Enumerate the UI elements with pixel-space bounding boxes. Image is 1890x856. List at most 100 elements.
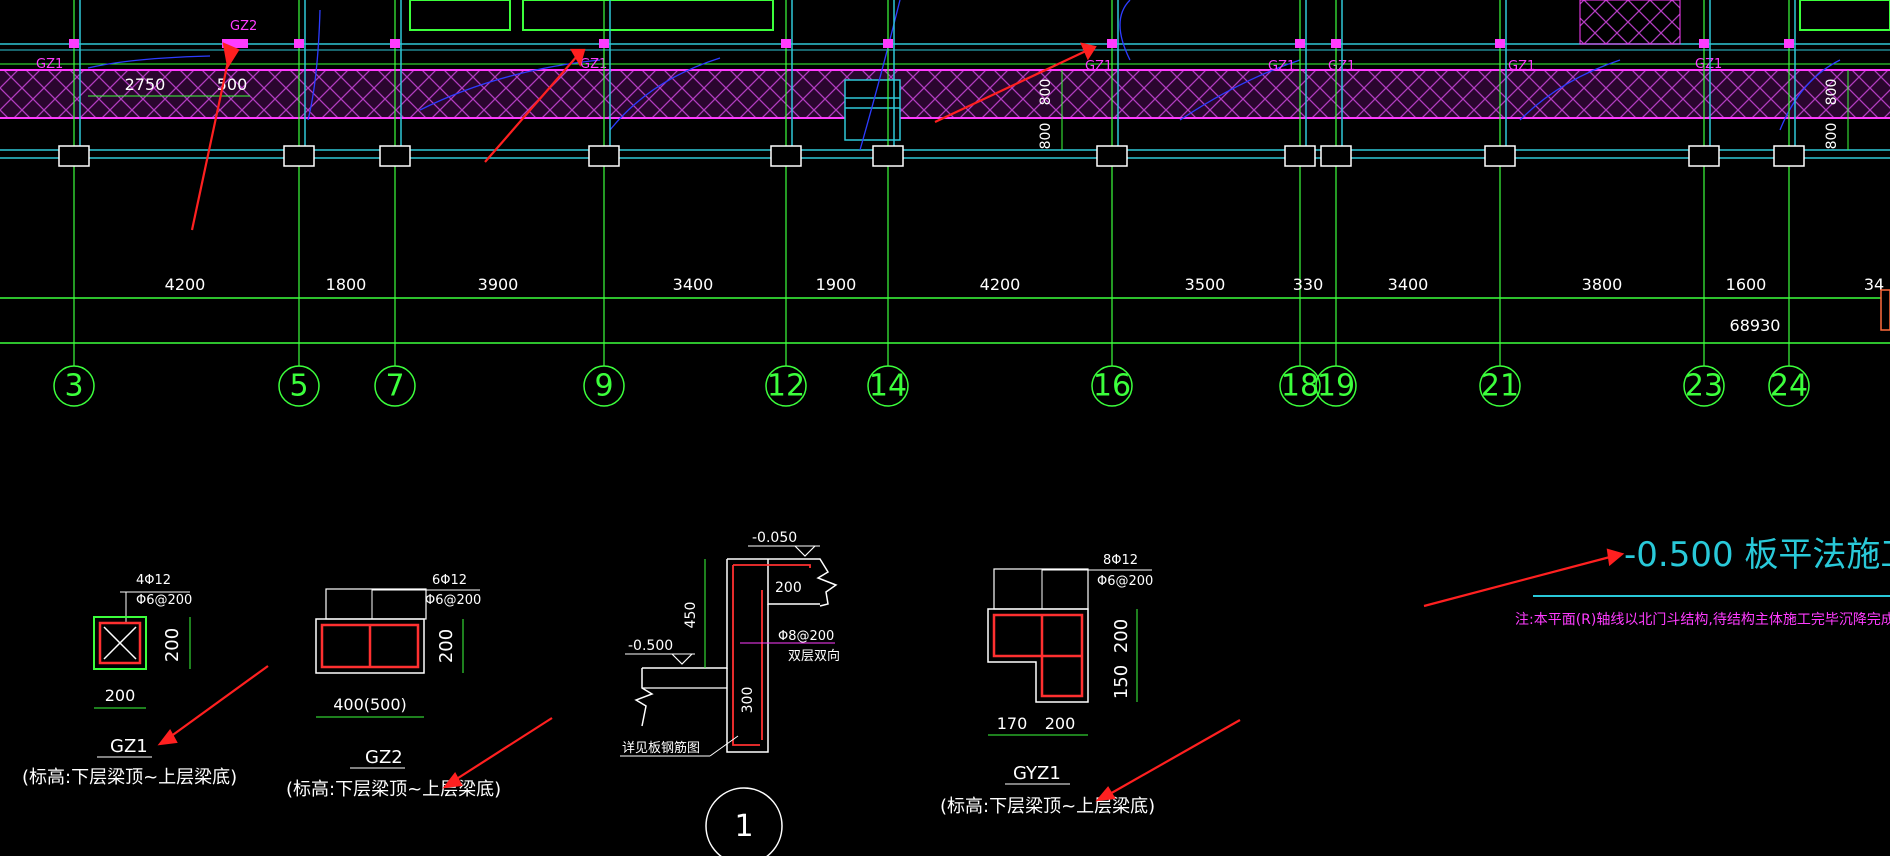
section-low-level: -0.500 bbox=[628, 638, 673, 654]
span-dimension: 1800 bbox=[326, 275, 367, 294]
top-label: GZ1 bbox=[36, 57, 63, 72]
top-label: GZ1 bbox=[1085, 59, 1112, 74]
gz-mark bbox=[390, 39, 400, 48]
dim-2750: 2750 bbox=[125, 75, 166, 94]
axis-bubble bbox=[1479, 365, 1521, 407]
axis-number: 3 bbox=[64, 369, 83, 404]
gz-mark bbox=[1295, 39, 1305, 48]
stair-box bbox=[844, 79, 901, 141]
gz-mark bbox=[294, 39, 304, 48]
gz2-elevation: (标高:下层梁顶~上层梁底) bbox=[286, 779, 501, 800]
gz-mark bbox=[1699, 39, 1709, 48]
dim-800: 800 bbox=[1824, 79, 1840, 106]
section-rebar-note: 双层双向 bbox=[788, 648, 840, 664]
column-box bbox=[1773, 145, 1805, 167]
top-opening bbox=[409, 0, 511, 31]
span-dimension: 3500 bbox=[1185, 275, 1226, 294]
gz1-stirrup: Φ6@200 bbox=[136, 593, 192, 608]
detail-gz2: 6Φ12 Φ6@200 200 400(500) GZ2 (标高:下层梁顶~上层… bbox=[286, 573, 501, 800]
axis-bubble bbox=[1091, 365, 1133, 407]
grid-lines bbox=[73, 0, 1796, 366]
section-dim-450: 450 bbox=[683, 602, 699, 629]
axis-number: 9 bbox=[594, 369, 613, 404]
span-dimension: 1600 bbox=[1726, 275, 1767, 294]
gz-mark bbox=[781, 39, 791, 48]
gyz1-stirrup: Φ6@200 bbox=[1097, 574, 1153, 589]
axis-bubble bbox=[1683, 365, 1725, 407]
section-dim-300: 300 bbox=[740, 687, 756, 714]
gyz1-dim-a: 170 bbox=[997, 714, 1028, 733]
dim-800: 800 bbox=[1824, 123, 1840, 150]
drawing-title: -0.500 板平法施工图 bbox=[1624, 535, 1890, 575]
section-ref-note: 详见板钢筋图 bbox=[622, 740, 700, 756]
top-opening bbox=[1579, 0, 1681, 45]
axis-bubble bbox=[1315, 365, 1357, 407]
axis-bubble bbox=[1279, 365, 1321, 407]
section-top-level: -0.050 bbox=[752, 530, 797, 546]
axis-bubble bbox=[1768, 365, 1810, 407]
axis-bubble bbox=[765, 365, 807, 407]
scroll-handle[interactable] bbox=[1880, 289, 1890, 331]
span-dimension: 3400 bbox=[1388, 275, 1429, 294]
dim-800: 800 bbox=[1038, 79, 1054, 106]
axis-number: 21 bbox=[1481, 369, 1519, 404]
top-label: GZ1 bbox=[1695, 57, 1722, 72]
top-label: GZ1 bbox=[580, 57, 607, 72]
axis-bubble bbox=[53, 365, 95, 407]
gz-mark bbox=[1784, 39, 1794, 48]
axis-number: 24 bbox=[1770, 369, 1808, 404]
column-box bbox=[1484, 145, 1516, 167]
gyz1-dim-c: 200 bbox=[1111, 619, 1132, 653]
column-box bbox=[283, 145, 315, 167]
column-box bbox=[58, 145, 90, 167]
gz1-width: 200 bbox=[105, 686, 136, 705]
total-dimension: 68930 bbox=[1730, 316, 1781, 335]
axis-bubble bbox=[583, 365, 625, 407]
top-opening bbox=[1799, 0, 1890, 31]
axis-bubble bbox=[374, 365, 416, 407]
section-number-circle bbox=[705, 787, 783, 856]
axis-number: 16 bbox=[1093, 369, 1131, 404]
plan-view: GZ1 GZ2 GZ1 GZ1 GZ1 GZ1 GZ1 GZ1 2750 500… bbox=[0, 0, 1890, 159]
span-dimension: 1900 bbox=[816, 275, 857, 294]
gyz1-dim-d: 150 bbox=[1111, 665, 1132, 699]
gz1-section bbox=[93, 616, 147, 670]
gyz1-elevation: (标高:下层梁顶~上层梁底) bbox=[940, 796, 1155, 817]
gz-mark bbox=[599, 39, 609, 48]
span-dimension: 3900 bbox=[478, 275, 519, 294]
section-dim-200: 200 bbox=[775, 580, 802, 596]
top-label: GZ2 bbox=[230, 19, 257, 34]
gz1-rebar: 4Φ12 bbox=[136, 573, 171, 588]
top-label: GZ1 bbox=[1508, 59, 1535, 74]
gyz1-rebar: 8Φ12 bbox=[1103, 553, 1138, 568]
span-dimension: 4200 bbox=[165, 275, 206, 294]
drawing-note: 注:本平面(R)轴线以北门斗结构,待结构主体施工完毕沉降完成大部分后再施工。 bbox=[1515, 612, 1890, 628]
column-box bbox=[588, 145, 620, 167]
axis-number: 23 bbox=[1685, 369, 1723, 404]
detail-section-1: -0.050 200 450 Φ8@200 双层双向 -0.500 300 详见… bbox=[620, 530, 840, 856]
axis-number: 18 bbox=[1281, 369, 1319, 404]
axis-bubble bbox=[278, 365, 320, 407]
gz2-mark bbox=[222, 39, 248, 48]
section-rebar: Φ8@200 bbox=[778, 629, 834, 644]
gz-mark bbox=[883, 39, 893, 48]
column-box bbox=[1320, 145, 1352, 167]
column-box bbox=[1284, 145, 1316, 167]
gz-mark bbox=[1107, 39, 1117, 48]
span-dimension: 4200 bbox=[980, 275, 1021, 294]
gz2-stirrup: Φ6@200 bbox=[425, 593, 481, 608]
axis-number: 19 bbox=[1317, 369, 1355, 404]
dim-800: 800 bbox=[1038, 123, 1054, 150]
top-labels: GZ1 GZ2 GZ1 GZ1 GZ1 GZ1 GZ1 GZ1 bbox=[36, 19, 1722, 74]
gz2-height: 200 bbox=[436, 629, 457, 663]
column-box bbox=[872, 145, 904, 167]
gz2-section bbox=[315, 618, 425, 674]
gz-mark bbox=[1495, 39, 1505, 48]
axis-number: 5 bbox=[289, 369, 308, 404]
detail-gyz1: 8Φ12 Φ6@200 200 150 170 200 GYZ1 (标高:下层梁… bbox=[940, 553, 1155, 817]
gz1-height: 200 bbox=[162, 628, 183, 662]
gyz1-dim-b: 200 bbox=[1045, 714, 1076, 733]
top-opening bbox=[522, 0, 774, 31]
gz1-name: GZ1 bbox=[110, 736, 148, 757]
